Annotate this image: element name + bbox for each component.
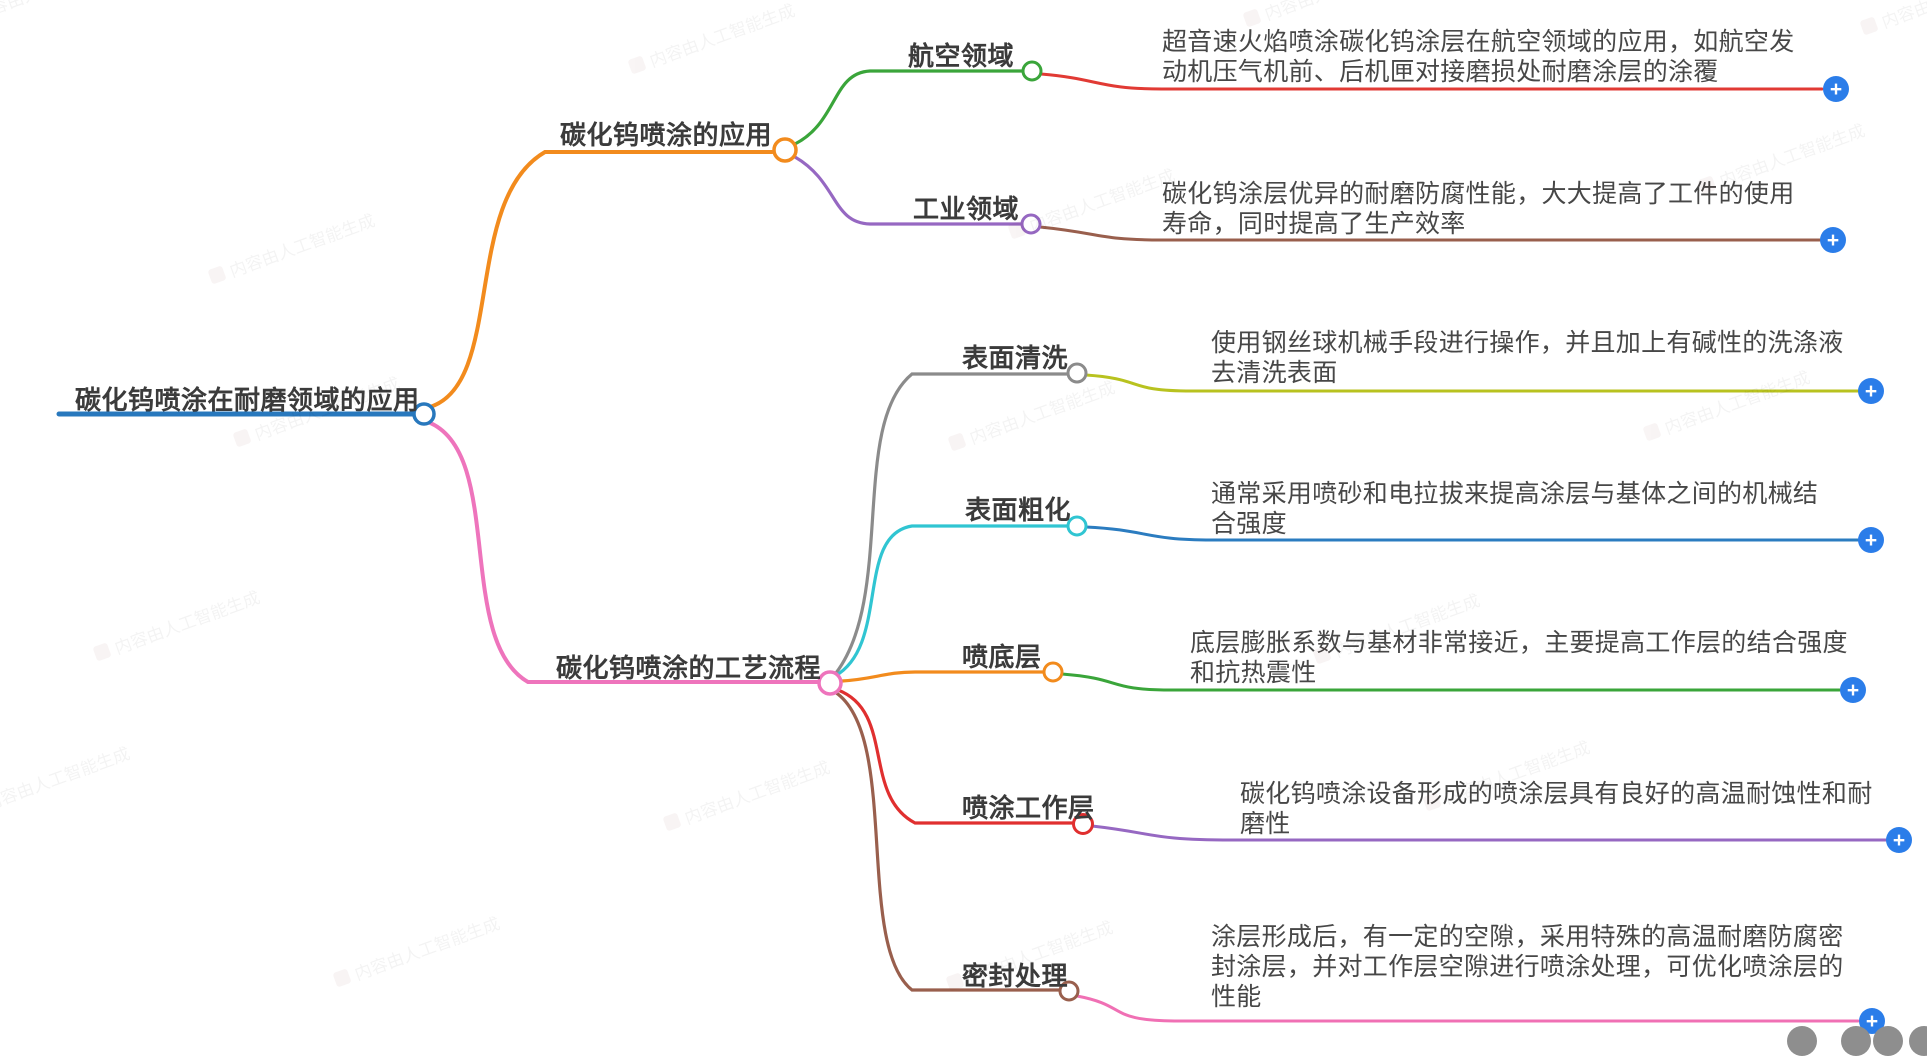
connector-leaf-industry [1038,225,1822,242]
collapse-handle-seal[interactable] [1058,980,1080,1002]
connector-node-rough [833,524,1069,678]
toolbar-button-2[interactable] [1841,1026,1871,1056]
connector-leaf-seal [1075,994,1860,1023]
node-label-process[interactable]: 碳化钨喷涂的工艺流程 [556,653,822,683]
connector-node-primer [840,670,1046,683]
expand-button-primer[interactable]: + [1840,677,1866,703]
connector-node-clean [834,372,1069,675]
collapse-handle-process[interactable] [817,670,843,696]
expand-button-clean[interactable]: + [1858,378,1884,404]
toolbar-button-3[interactable] [1873,1026,1903,1056]
collapse-handle-root[interactable] [412,402,436,426]
connector-leaf-rough [1084,525,1860,542]
leaf-text-aviation[interactable]: 超音速火焰喷涂碳化钨涂层在航空领域的应用，如航空发动机压气机前、后机匣对接磨损处… [1162,28,1795,86]
expand-button-rough[interactable]: + [1858,527,1884,553]
leaf-text-primer[interactable]: 底层膨胀系数与基材非常接近，主要提高工作层的结合强度和抗热震性 [1190,629,1848,687]
leaf-text-clean[interactable]: 使用钢丝球机械手段进行操作，并且加上有碱性的洗涤液去清洗表面 [1211,329,1844,387]
expand-button-worklayer[interactable]: + [1886,827,1912,853]
collapse-handle-applications[interactable] [772,137,798,163]
expand-button-industry[interactable]: + [1820,227,1846,253]
connector-branch-applications [428,150,774,409]
connector-node-aviation [793,69,1024,146]
mindmap-canvas [56,60,1888,1023]
expand-button-aviation[interactable]: + [1823,76,1849,102]
connector-node-seal [833,690,1061,992]
toolbar-button-1[interactable] [1787,1026,1817,1056]
node-label-aviation[interactable]: 航空领域 [908,41,1015,71]
connector-node-worklayer [836,688,1075,825]
leaf-text-worklayer[interactable]: 碳化钨喷涂设备形成的喷涂层具有良好的高温耐蚀性和耐磨性 [1240,780,1873,838]
connector-leaf-clean [1084,373,1860,393]
toolbar-button-4[interactable] [1909,1026,1927,1056]
node-label-seal[interactable]: 密封处理 [962,961,1069,991]
connector-leaf-aviation [1039,72,1824,91]
leaf-text-seal[interactable]: 涂层形成后，有一定的空隙，采用特殊的高温耐磨防腐密封涂层，并对工作层空隙进行喷涂… [1211,923,1844,1011]
collapse-handle-clean[interactable] [1066,362,1088,384]
leaf-text-rough[interactable]: 通常采用喷砂和电拉拔来提高涂层与基体之间的机械结合强度 [1211,480,1819,538]
connector-leaf-primer [1060,672,1842,692]
connector-branch-process [426,420,820,684]
connector-node-industry [793,155,1023,226]
node-label-worklayer[interactable]: 喷涂工作层 [962,793,1095,823]
collapse-handle-rough[interactable] [1066,515,1088,537]
collapse-handle-industry[interactable] [1020,213,1042,235]
connector-leaf-worklayer [1090,824,1888,842]
node-label-industry[interactable]: 工业领域 [913,194,1020,224]
node-label-primer[interactable]: 喷底层 [962,642,1042,672]
node-label-rough[interactable]: 表面粗化 [965,495,1072,525]
node-label-clean[interactable]: 表面清洗 [962,343,1069,373]
collapse-handle-aviation[interactable] [1021,60,1043,82]
leaf-text-industry[interactable]: 碳化钨涂层优异的耐磨防腐性能，大大提高了工件的使用寿命，同时提高了生产效率 [1162,180,1795,238]
collapse-handle-primer[interactable] [1042,661,1064,683]
node-label-root[interactable]: 碳化钨喷涂在耐磨领域的应用 [75,385,420,415]
collapse-handle-worklayer[interactable] [1072,813,1094,835]
node-label-applications[interactable]: 碳化钨喷涂的应用 [560,120,773,150]
